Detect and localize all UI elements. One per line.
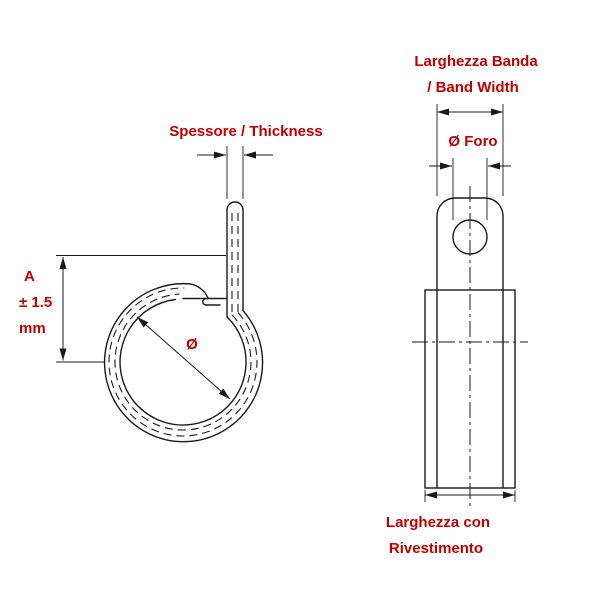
coatedwidth-label-line1: Larghezza con: [386, 514, 490, 531]
coatedwidth-label-line2: Rivestimento: [389, 540, 483, 557]
clip-band-fold-end-cap: [202, 297, 207, 306]
inner-diameter-dim-line: [136, 316, 231, 400]
clip-loop-outer-arc: [103, 282, 264, 443]
bandwidth-label-line2: / Band Width: [427, 79, 519, 96]
hole-diameter-label: Ø Foro: [448, 133, 497, 150]
side-view: Spessore / Thickness A ± 1.5 mm Ø: [19, 123, 323, 443]
clip-loop-outer-rubber-arc: [108, 287, 258, 437]
height-label-line1: A: [24, 268, 35, 285]
height-label-line3: mm: [19, 320, 46, 337]
clip-loop-inner-arc: [119, 298, 247, 426]
height-label-line2: ± 1.5: [19, 294, 52, 311]
inner-diameter-label: Ø: [186, 336, 198, 353]
thickness-label: Spessore / Thickness: [169, 123, 322, 140]
clip-band-transition-outer: [189, 283, 209, 299]
bandwidth-label-line1: Larghezza Banda: [414, 53, 538, 70]
clip-tab-top-cap: [226, 201, 244, 211]
clip-loop-inner-rubber-arc: [114, 293, 252, 431]
front-view: Larghezza Banda / Band Width Ø Foro Larg…: [386, 53, 538, 557]
